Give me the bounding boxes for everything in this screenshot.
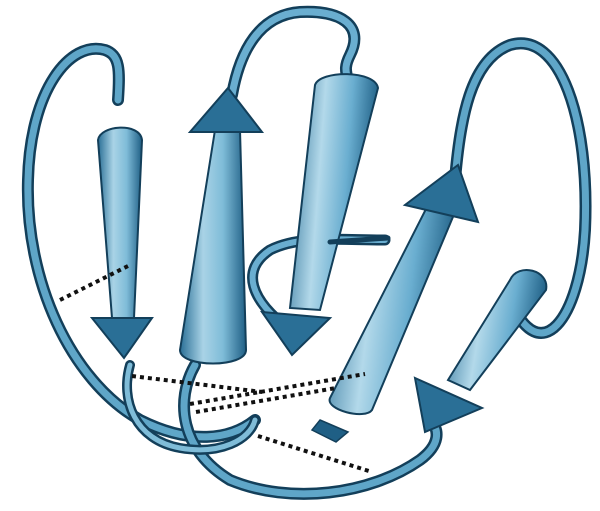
strand-1: [92, 128, 152, 358]
strand-3: [262, 74, 378, 355]
strand-5: [415, 270, 546, 432]
strand-4-arrowhead: [405, 165, 478, 222]
strand-2: [180, 88, 262, 364]
strand-2-arrowhead: [190, 88, 262, 132]
beta-strands: [92, 74, 546, 442]
hbond-5: [258, 436, 372, 472]
hbond-2: [132, 376, 262, 392]
strand-4-tail: [312, 420, 348, 442]
strand-1-arrowhead: [92, 318, 152, 358]
strand-3-arrowhead: [262, 312, 330, 355]
